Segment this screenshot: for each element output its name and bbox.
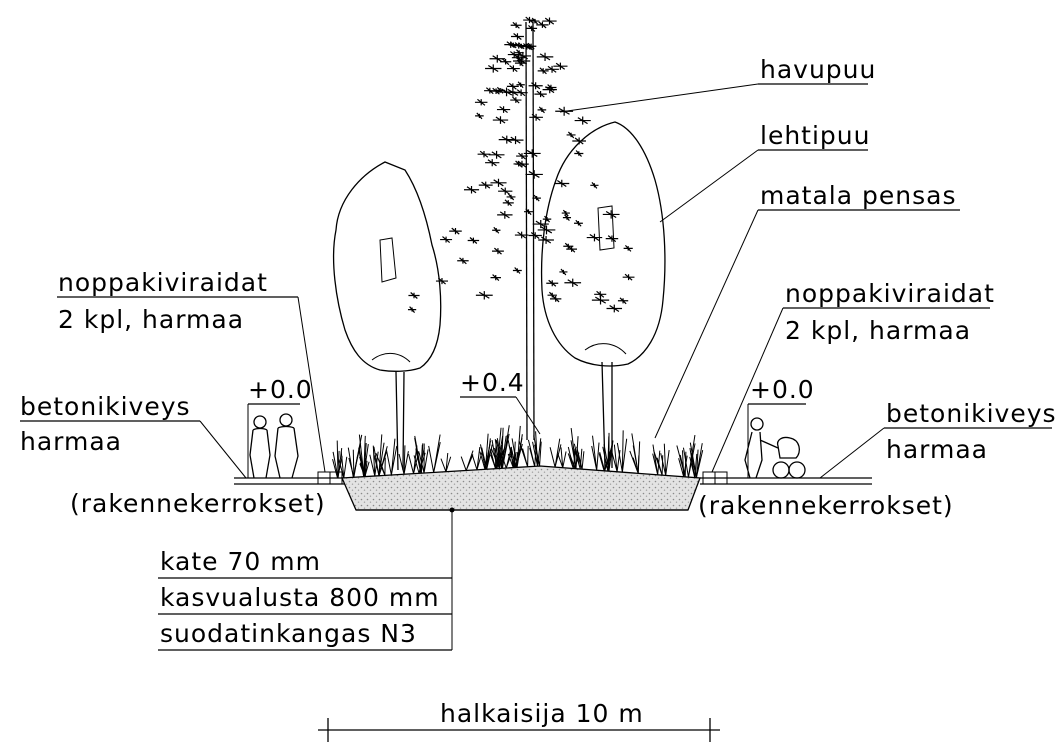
label-paving-right-line1: betonikiveys	[886, 399, 1056, 428]
label-paving-left-line2: harmaa	[20, 427, 122, 456]
diameter-dimension-line	[318, 718, 720, 742]
curb-stone-right	[714, 471, 728, 485]
label-mulch: kate 70 mm	[160, 547, 321, 576]
label-curb-left-line2: 2 kpl, harmaa	[58, 305, 244, 334]
leader-lines	[20, 83, 1052, 651]
label-curb-left-line1: noppakiviraidat	[58, 268, 268, 297]
pedestrians-left	[249, 413, 299, 479]
labels: havupuu lehtipuu matala pensas noppakivi…	[20, 55, 1056, 728]
label-level-center: +0.4	[460, 368, 525, 397]
label-diameter: halkaisija 10 m	[440, 699, 644, 728]
conifer-tree	[407, 16, 635, 441]
label-paving-left-line1: betonikiveys	[20, 392, 191, 421]
ground-cover-plants	[332, 425, 704, 479]
label-layers-right: (rakennekerrokset)	[698, 491, 954, 520]
label-level-left: +0.0	[248, 375, 313, 404]
deciduous-tree-left	[332, 161, 442, 471]
conifer-needles	[407, 16, 635, 313]
planting-bed	[341, 465, 701, 511]
label-filter-fabric: suodatinkangas N3	[160, 619, 417, 648]
label-curb-right-line1: noppakiviraidat	[785, 279, 995, 308]
label-growing-medium: kasvualusta 800 mm	[160, 583, 440, 612]
deciduous-tree-right	[540, 121, 666, 469]
label-paving-right-line2: harmaa	[886, 435, 988, 464]
label-level-right: +0.0	[750, 375, 815, 404]
label-low-shrub: matala pensas	[760, 181, 956, 210]
ground-paving	[234, 471, 872, 485]
label-conifer: havupuu	[760, 55, 876, 84]
label-curb-right-line2: 2 kpl, harmaa	[785, 316, 971, 345]
pedestrian-with-stroller	[744, 417, 806, 479]
label-deciduous-tree: lehtipuu	[760, 121, 870, 150]
label-layers-left: (rakennekerrokset)	[70, 489, 326, 518]
